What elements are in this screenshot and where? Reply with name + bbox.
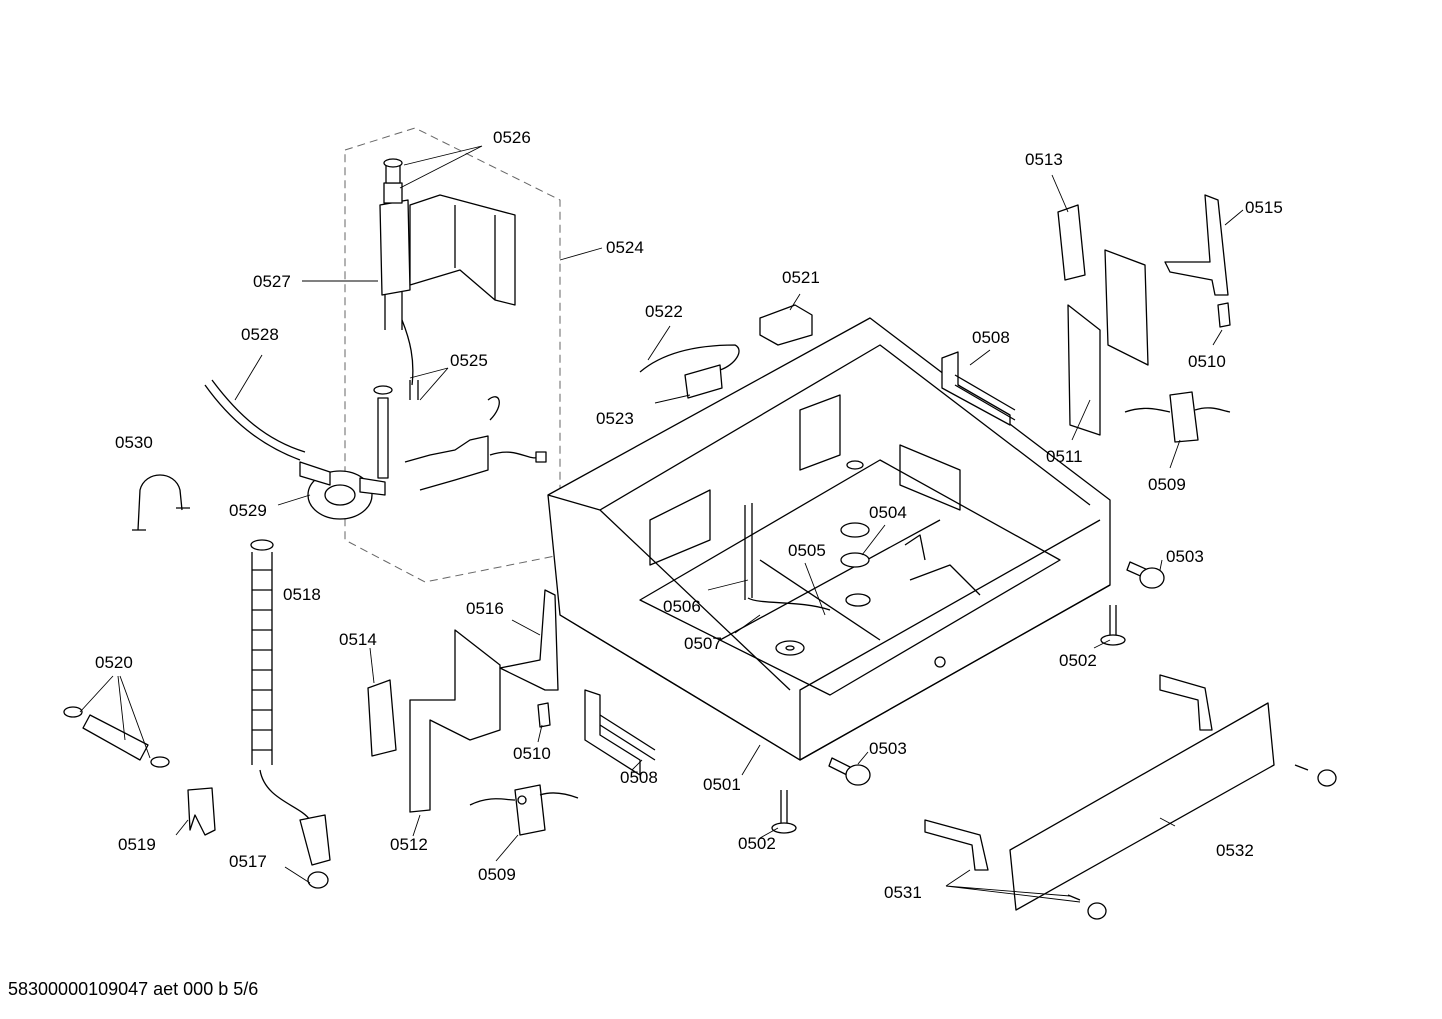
label-0509-left: 0509	[478, 865, 516, 884]
bracket-0516	[499, 589, 559, 691]
screw-0503-left	[828, 757, 871, 786]
label-0504: 0504	[869, 503, 907, 522]
document-reference: 58300000109047 aet 000 b 5/6	[8, 979, 259, 999]
label-0510-right: 0510	[1188, 352, 1226, 371]
bracket-0512	[409, 629, 501, 813]
bracket-0531-upper	[1159, 674, 1213, 731]
connector-0521	[759, 304, 813, 346]
spring-0508-right	[941, 351, 1016, 426]
base-tub-0501	[547, 317, 1111, 761]
label-0509-right: 0509	[1148, 475, 1186, 494]
connector-pipe-0525	[373, 380, 547, 491]
clip-0510-left	[537, 702, 551, 728]
label-0515: 0515	[1245, 198, 1283, 217]
label-0512: 0512	[390, 835, 428, 854]
label-0502-left: 0502	[738, 834, 776, 853]
label-0508-left: 0508	[620, 768, 658, 787]
label-0528: 0528	[241, 325, 279, 344]
kickplate-0532	[1009, 702, 1275, 911]
label-0518: 0518	[283, 585, 321, 604]
label-0529: 0529	[229, 501, 267, 520]
screw-0531-left	[1067, 894, 1107, 920]
label-0530: 0530	[115, 433, 153, 452]
label-0511: 0511	[1046, 447, 1083, 466]
hose-0528	[204, 379, 306, 461]
cable-0522	[639, 344, 740, 373]
label-0522: 0522	[645, 302, 683, 321]
label-0531: 0531	[884, 883, 922, 902]
corrugated-hose-0518	[250, 539, 311, 821]
callout-labels: 0526 0524 0527 0528 0525 0530 0529 0518 …	[95, 128, 1283, 902]
bracket-0511-upper	[1104, 249, 1149, 366]
clip-0510-right	[1217, 302, 1231, 328]
foot-0502-right	[1100, 605, 1126, 646]
hose-end-0517	[299, 814, 331, 889]
sleeve-0520	[63, 706, 170, 768]
label-0527: 0527	[253, 272, 291, 291]
spring-0508-left	[584, 689, 656, 776]
clip-0530	[132, 474, 190, 531]
bracket-0531-lower	[924, 819, 989, 871]
foot-0502-left	[771, 790, 797, 834]
label-0508-right: 0508	[972, 328, 1010, 347]
label-0516: 0516	[466, 599, 504, 618]
screw-0531-right	[1294, 764, 1337, 787]
label-0526: 0526	[493, 128, 531, 147]
label-0519: 0519	[118, 835, 156, 854]
bracket-0511	[1067, 304, 1101, 436]
label-0513: 0513	[1025, 150, 1063, 169]
label-0501: 0501	[703, 775, 741, 794]
label-0521: 0521	[782, 268, 820, 287]
hinge-0509-left	[469, 784, 579, 836]
label-0505: 0505	[788, 541, 826, 560]
label-0510-left: 0510	[513, 744, 551, 763]
label-0517: 0517	[229, 852, 267, 871]
label-0525: 0525	[450, 351, 488, 370]
label-0507: 0507	[684, 634, 722, 653]
block-0523	[684, 364, 723, 399]
label-0532: 0532	[1216, 841, 1254, 860]
pump-assembly-0527	[379, 158, 516, 386]
label-0520: 0520	[95, 653, 133, 672]
leader-lines	[79, 145, 1244, 903]
bracket-0515	[1164, 194, 1229, 296]
label-0524: 0524	[606, 238, 644, 257]
cover-0513	[1057, 204, 1086, 281]
screw-0503-right	[1126, 561, 1165, 589]
bracket-0519	[187, 787, 216, 836]
label-0506: 0506	[663, 597, 701, 616]
hinge-0509-right	[1124, 391, 1231, 443]
label-0503-left: 0503	[869, 739, 907, 758]
label-0523: 0523	[596, 409, 634, 428]
label-0503-right: 0503	[1166, 547, 1204, 566]
cover-0514	[367, 679, 397, 757]
label-0502-right: 0502	[1059, 651, 1097, 670]
label-0514: 0514	[339, 630, 377, 649]
drain-pump-0529	[299, 461, 386, 520]
